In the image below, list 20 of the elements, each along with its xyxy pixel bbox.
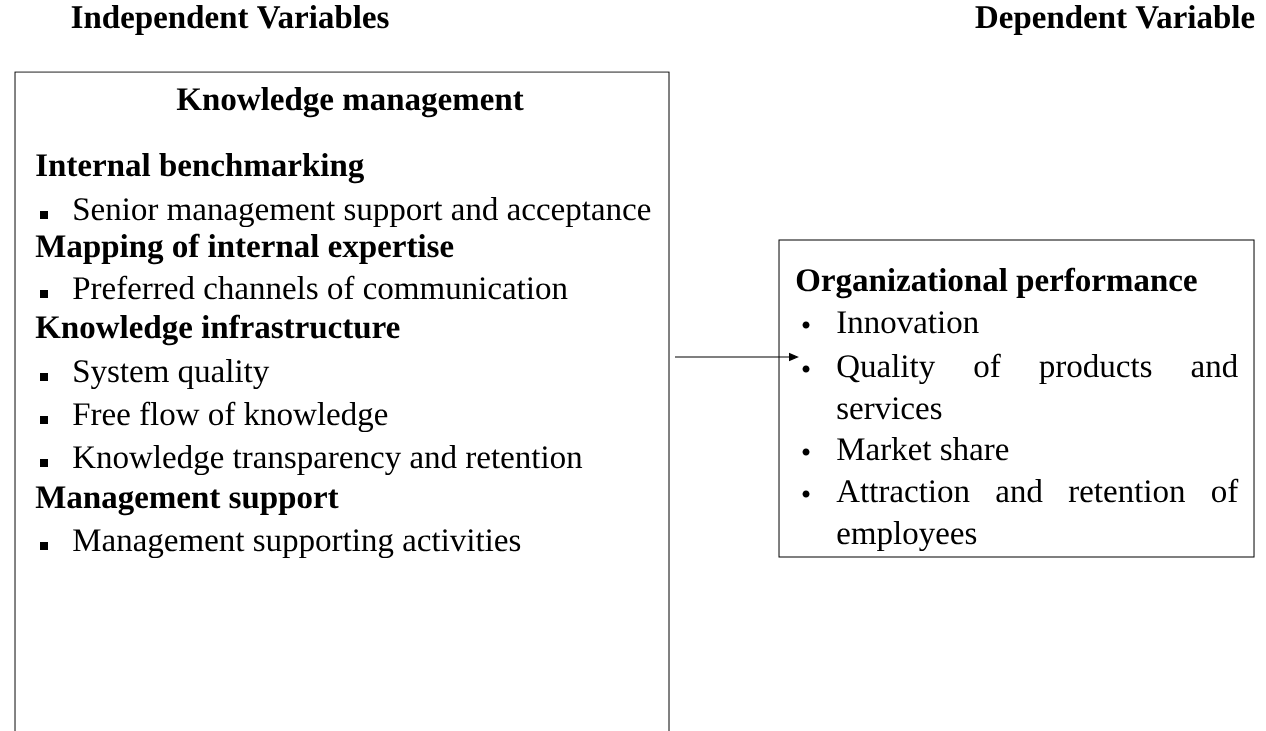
list-item: Quality of products and services <box>837 353 1238 420</box>
list-item: Innovation <box>837 311 979 334</box>
column-heading: Independent Variables <box>71 5 389 35</box>
section-heading: Mapping of internal expertise <box>35 233 454 265</box>
section-heading: Knowledge infrastructure <box>35 314 400 346</box>
list-item: Free flow of knowledge <box>73 401 388 433</box>
section-heading: Internal benchmarking <box>36 153 364 184</box>
list-item: Preferred channels of communication <box>73 275 568 300</box>
list-item: Attraction and retention of employees <box>836 478 1239 552</box>
section-heading: Management support <box>35 486 339 516</box>
text-box <box>14 71 670 731</box>
list-item: System quality <box>74 359 270 390</box>
list-item: Market share <box>837 437 1009 461</box>
list-item: Management supporting activities <box>73 529 521 559</box>
text-box <box>778 239 1255 558</box>
box-heading: Knowledge management <box>176 87 524 118</box>
list-item: Senior management support and acceptance <box>74 197 651 228</box>
section-heading: Organizational performance <box>796 267 1197 299</box>
list-item: Knowledge transparency and retention <box>73 445 583 476</box>
column-heading: Dependent Variable <box>975 5 1255 35</box>
